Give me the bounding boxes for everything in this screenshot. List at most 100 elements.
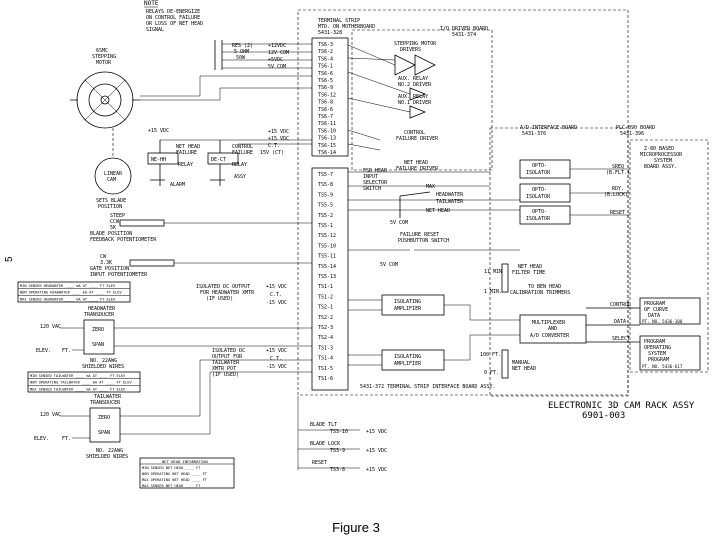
- ts-bottom-label-9: TS5-14: [318, 264, 336, 270]
- ts-bottom-label-13: TS2-1: [318, 305, 333, 311]
- ts-bottom-label-16: TS2-4: [318, 335, 333, 341]
- manual-line2: NET HEAD: [512, 366, 536, 372]
- stepping-drivers-line1: STEPPING MOTOR: [394, 41, 437, 47]
- bottom-io-0-ts: TS3-10: [330, 429, 348, 435]
- iso-hw-line2: FOR HEADWATER XMTR: [200, 290, 255, 296]
- ts-bottom-label-7: TS5-10: [318, 243, 336, 249]
- plc-board-line2: 5431-396: [620, 131, 644, 137]
- isolated-outputs: ISOLATED DC OUTPUT FOR HEADWATER XMTR (I…: [196, 284, 287, 378]
- net-head-row-0: MIN SENSED NET HEAD ____ FT: [142, 466, 201, 470]
- tailwater-transducer: TAILWATER TRANSDUCER ZERO SPAN 120 VAC E…: [34, 359, 312, 460]
- iso-tw-line3: TAILWATER: [212, 360, 240, 366]
- hw-table-row-0: MIN SENSED HEADWATER ____ mA AT ____ FT …: [20, 284, 116, 288]
- hw-span: SPAN: [92, 342, 104, 348]
- ts-top-label-3: TS6-1: [318, 64, 333, 70]
- relay-failure: FAILURE: [176, 150, 197, 156]
- amp-0-line2: AMPLIFIER: [394, 306, 422, 312]
- mux-line2: AND: [548, 326, 557, 332]
- vdc-5: -15 VDC: [266, 364, 287, 370]
- prom-1-line2: OPERATING: [644, 345, 671, 351]
- tw-vac: 120 VAC: [40, 412, 61, 418]
- ts-bottom-label-14: TS2-2: [318, 315, 333, 321]
- z80-line3: SYSTEM: [654, 158, 672, 164]
- tw-trans-line2: TRANSDUCER: [90, 400, 121, 406]
- hw-table-row-1: NOM OPERATING HEADWATER ____ mA AT ____ …: [20, 291, 123, 295]
- ts-bottom-label-20: TS1-6: [318, 376, 333, 382]
- note-line2: ON CONTROL FAILURE: [146, 15, 200, 21]
- ts-bottom-label-1: TS5-8: [318, 182, 333, 188]
- assy-title-line2: 6901-003: [582, 411, 625, 421]
- selector-max: MAX: [426, 184, 435, 190]
- filter-ft2: 1 MIN.: [484, 289, 502, 295]
- bottom-io-2-ts: TS3-8: [330, 467, 345, 473]
- signal-3: (B.LOCK): [604, 192, 628, 198]
- selector-line3: SELECTOR: [363, 180, 388, 186]
- prom-1-line5: PT. NO. 5436-617: [642, 364, 683, 369]
- pot-step: STEEP: [110, 213, 125, 219]
- plc-board: PLC-890 BOARD 5431-396 Z-80 BASED MICROP…: [570, 125, 709, 373]
- iso-tw-line2: OUTPUT FOR: [212, 354, 243, 360]
- pot-ccw: CCW: [110, 219, 120, 225]
- pot-cw: CW: [100, 254, 107, 260]
- tw-trans-line1: TAILWATER: [94, 394, 122, 400]
- selector-com: 5V COM: [390, 220, 408, 226]
- relay-control: CONTROL: [232, 144, 253, 150]
- headwater-transducer: HEADWATER TRANSDUCER ZERO SPAN 120 VAC E…: [36, 306, 312, 370]
- io-driver-line1: I/O DRIVER BOARD: [440, 26, 488, 32]
- note-block: NOTE RELAYS DE-ENERGIZE ON CONTROL FAILU…: [144, 0, 203, 33]
- ts-bottom-label-4: TS5-2: [318, 213, 333, 219]
- ts-bottom-label-6: TS5-12: [318, 233, 336, 239]
- ts-bottom-label-8: TS5-11: [318, 254, 336, 260]
- power-label-3: 5V COM: [268, 64, 286, 70]
- hw-trans-line1: HEADWATER: [88, 306, 116, 312]
- pot-ohm1: 5K: [110, 225, 116, 231]
- bottom-io: BLADE TLT TS3-10 +15 VDC BLADE LOCK TS3-…: [297, 396, 387, 473]
- ts-top-label-13: TS6-13: [318, 136, 336, 142]
- stepping-motor: 6SMC STEPPING MOTOR: [70, 48, 140, 129]
- interface-board-label: 5431-372 TERMINAL STRIP INTERFACE BOARD …: [360, 384, 495, 390]
- prom-1-line4: PROGRAM: [648, 357, 669, 363]
- res-line3: 50W: [236, 55, 246, 61]
- stepping-drivers-line2: DRIVERS: [400, 47, 421, 53]
- ts-top-label-12: TS6-10: [318, 128, 336, 134]
- bottom-io-0-vdc: +15 VDC: [366, 429, 387, 435]
- linear-cam: LINEAR CAM SETS BLADE POSITION: [94, 128, 132, 210]
- ts-top-label-10: TS6-7: [318, 114, 333, 120]
- resistor-block: RES (2) 5 OHM 50W: [214, 40, 253, 70]
- filter-line2: FILTER TIME: [512, 270, 545, 276]
- res-line1: RES (2): [232, 43, 253, 49]
- net-head-fail-line2: FAILURE DRIVER: [396, 166, 439, 172]
- net-head-table-heading: NET HEAD INFORMATION: [162, 459, 208, 464]
- mux-line1: MULTIPLEXER: [532, 320, 566, 326]
- bottom-io-2-label: RESET: [312, 460, 327, 466]
- relay-failure2: FAILURE: [232, 150, 253, 156]
- net-head-row-1: NOM OPERATING NET HEAD ____ FT: [142, 472, 208, 476]
- manual-ft0: 0 FT.: [484, 370, 499, 376]
- prom-block: PROGRAM OF CURVE DATA PT. NO. 5436-100 P…: [639, 297, 701, 371]
- ts-bottom-label-18: TS1-4: [318, 356, 333, 362]
- ts-bottom-label-5: TS5-1: [318, 223, 333, 229]
- opto-2-a: OPTO-: [532, 209, 547, 215]
- iso-tw-line1: ISOLATED DC: [212, 348, 245, 354]
- power-label-0: +12VDC: [268, 43, 286, 49]
- net-head-fail-line1: NET HEAD: [404, 160, 428, 166]
- tw-span: SPAN: [98, 430, 110, 436]
- ts-bottom-label-12: TS1-2: [318, 294, 333, 300]
- mid-label-2: C.T.: [268, 143, 280, 149]
- bottom-io-1-vdc: +15 VDC: [366, 448, 387, 454]
- pot-blade2: FEEDBACK POTENTIOMETER: [90, 237, 157, 243]
- ad-board-line2: 5431-376: [522, 131, 546, 137]
- plc-board-line1: PLC-890 BOARD: [616, 125, 655, 131]
- terminal-strip-line2: MTD. ON MOTHERBOARD: [318, 24, 375, 30]
- io-driver-board: I/O DRIVER BOARD 5431-374 STEPPING MOTOR…: [347, 26, 493, 172]
- z80-line1: Z-80 BASED: [644, 146, 674, 152]
- hw-trans-line2: TRANSDUCER: [84, 312, 115, 318]
- prom-0-line2: OF CURVE: [644, 307, 668, 313]
- aux2-line1: AUX. RELAY: [398, 76, 428, 82]
- relay-ne-label: NE-HH: [151, 157, 166, 163]
- amp-1-line1: ISOLATING: [394, 354, 421, 360]
- ts-bottom-label-3: TS5-5: [318, 203, 333, 209]
- ts-top-label-15: TS6-14: [318, 150, 336, 156]
- selector-line4: SWITCH: [363, 186, 381, 192]
- ts-top-label-14: TS6-15: [318, 143, 336, 149]
